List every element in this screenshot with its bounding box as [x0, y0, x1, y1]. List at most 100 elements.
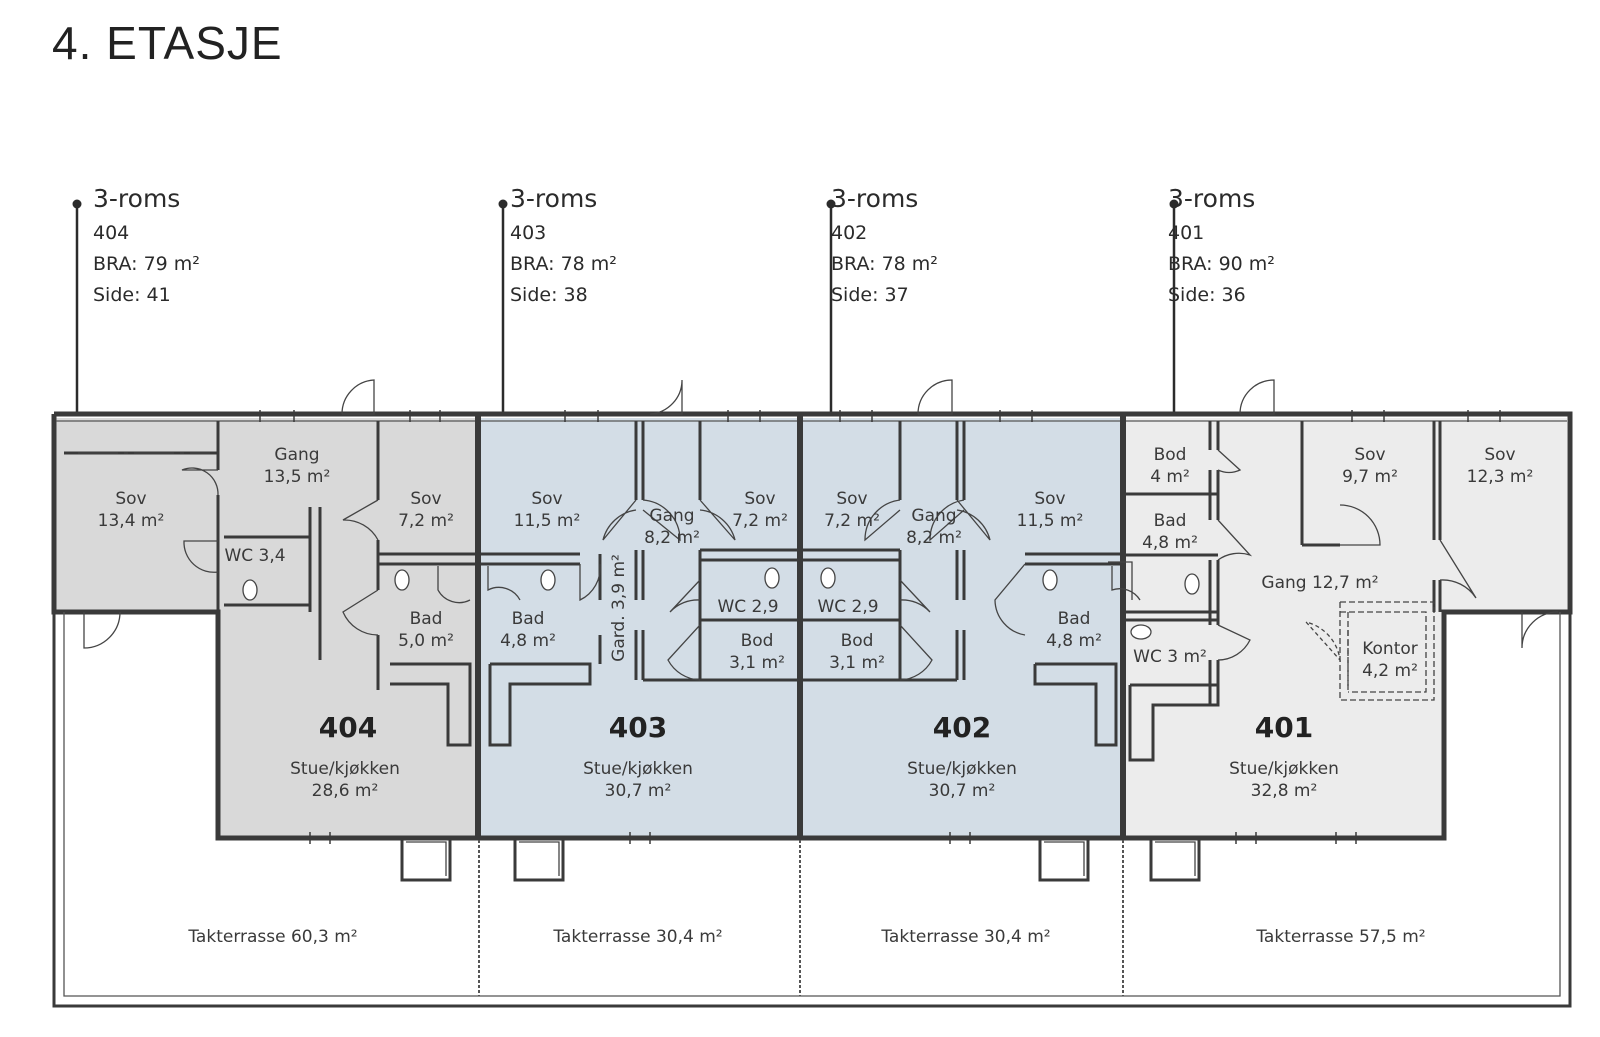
unit-number-text: 403: [510, 222, 547, 244]
shower-icon: [1108, 561, 1133, 600]
room-label: WC 2,9: [817, 597, 878, 617]
room-area: 8,2 m²: [906, 528, 962, 548]
unit-info-402: 3-roms 402 BRA: 78 m² Side: 37: [831, 184, 938, 311]
room-area: 32,8 m²: [1251, 781, 1318, 801]
unit-type: 3-roms: [510, 184, 598, 213]
unit-info-404: 3-roms 404 BRA: 79 m² Side: 41: [93, 184, 200, 311]
terrace-label-402: Takterrasse 30,4 m²: [880, 927, 1050, 947]
unit-number-402: 402: [933, 711, 991, 744]
room-label: Sov: [744, 489, 775, 509]
unit-bra: BRA: 78 m²: [831, 253, 938, 275]
room-area: 12,3 m²: [1467, 467, 1534, 487]
shower-icon: [437, 566, 471, 604]
room-label: Gang: [274, 445, 319, 465]
unit-402-area: [801, 418, 1121, 836]
toilet-icon: [1184, 573, 1200, 595]
room-label: WC 2,9: [717, 597, 778, 617]
unit-type: 3-roms: [93, 184, 181, 213]
room-label: Gang: [649, 506, 694, 526]
room-area: 11,5 m²: [1017, 511, 1084, 531]
room-label: Bad: [1058, 609, 1091, 629]
room-area: 4 m²: [1150, 467, 1190, 487]
unit-side: Side: 37: [831, 284, 909, 306]
terrace-label-404: Takterrasse 60,3 m²: [187, 927, 357, 947]
unit-type: 3-roms: [1168, 184, 1256, 213]
room-label: Sov: [1354, 445, 1385, 465]
terrace-labels: Takterrasse 60,3 m² Takterrasse 30,4 m² …: [187, 927, 1425, 947]
room-label: Sov: [836, 489, 867, 509]
room-label: WC 3,4: [224, 546, 285, 566]
room-label: Stue/kjøkken: [583, 759, 693, 779]
toilet-icon: [394, 569, 410, 591]
unit-number-401: 401: [1255, 711, 1313, 744]
callout-leaders: [72, 199, 1179, 412]
shower-icon: [1111, 566, 1141, 601]
toilet-icon: [242, 579, 258, 601]
unit-side: Side: 38: [510, 284, 588, 306]
room-label: Stue/kjøkken: [1229, 759, 1339, 779]
room-label: Stue/kjøkken: [907, 759, 1017, 779]
room-area: 30,7 m²: [929, 781, 996, 801]
unit-number-text: 401: [1168, 222, 1205, 244]
toilet-icon: [1130, 624, 1152, 640]
room-label: Sov: [115, 489, 146, 509]
room-area: 4,2 m²: [1362, 661, 1418, 681]
room-area: 3,1 m²: [829, 653, 885, 673]
room-label: Kontor: [1362, 639, 1418, 659]
living-labels: 404 Stue/kjøkken 28,6 m² 403 Stue/kjøkke…: [290, 711, 1339, 801]
closet-rails: [78, 452, 1349, 690]
shower-icon: [487, 566, 521, 601]
unit-info-401: 3-roms 401 BRA: 90 m² Side: 36: [1168, 184, 1275, 311]
room-label: Gang: [911, 506, 956, 526]
toilet-icon: [820, 567, 836, 589]
room-label: Bad: [410, 609, 443, 629]
room-label: WC 3 m²: [1133, 647, 1207, 667]
room-label: Sov: [1034, 489, 1065, 509]
toilet-icon: [540, 569, 556, 591]
room-label: Bod: [741, 631, 774, 651]
room-area: 5,0 m²: [398, 631, 454, 651]
room-label: Bod: [841, 631, 874, 651]
unit-fills: [56, 418, 1567, 836]
room-label: Sov: [1484, 445, 1515, 465]
room-label: Bad: [1154, 511, 1187, 531]
room-label: Sov: [410, 489, 441, 509]
room-area: 4,8 m²: [1142, 533, 1198, 553]
doors: [83, 379, 1559, 681]
unit-info-403: 3-roms 403 BRA: 78 m² Side: 38: [510, 184, 617, 311]
unit-number-text: 404: [93, 222, 130, 244]
unit-side: Side: 36: [1168, 284, 1246, 306]
room-area: 7,2 m²: [824, 511, 880, 531]
room-label: Bad: [512, 609, 545, 629]
unit-401-area: [1124, 418, 1567, 836]
unit-number-404: 404: [319, 711, 377, 744]
room-label: Stue/kjøkken: [290, 759, 400, 779]
unit-side: Side: 41: [93, 284, 171, 306]
terrace-doors: [400, 836, 1201, 882]
terrace-label-401: Takterrasse 57,5 m²: [1255, 927, 1425, 947]
room-area: 4,8 m²: [500, 631, 556, 651]
unit-bra: BRA: 78 m²: [510, 253, 617, 275]
unit-number-text: 402: [831, 222, 868, 244]
terrace-door-swings: [406, 841, 1196, 876]
room-label: Sov: [531, 489, 562, 509]
room-area: 3,1 m²: [729, 653, 785, 673]
room-area: 13,4 m²: [98, 511, 165, 531]
unit-bra: BRA: 79 m²: [93, 253, 200, 275]
toilet-icon: [1042, 569, 1058, 591]
room-label: Gang 12,7 m²: [1261, 573, 1378, 593]
room-area: 28,6 m²: [312, 781, 379, 801]
room-labels: Sov 13,4 m² Gang 13,5 m² Sov 7,2 m² WC 3…: [98, 445, 1534, 681]
room-label: Bod: [1154, 445, 1187, 465]
windows: [259, 410, 1501, 844]
room-label: Gard. 3,9 m²: [609, 554, 629, 662]
shower-areas: [437, 561, 1141, 604]
room-area: 9,7 m²: [1342, 467, 1398, 487]
room-area: 7,2 m²: [398, 511, 454, 531]
room-area: 7,2 m²: [732, 511, 788, 531]
unit-404-area: [56, 418, 476, 836]
room-area: 8,2 m²: [644, 528, 700, 548]
terrace-label-403: Takterrasse 30,4 m²: [552, 927, 722, 947]
toilet-icons: [242, 567, 1200, 640]
